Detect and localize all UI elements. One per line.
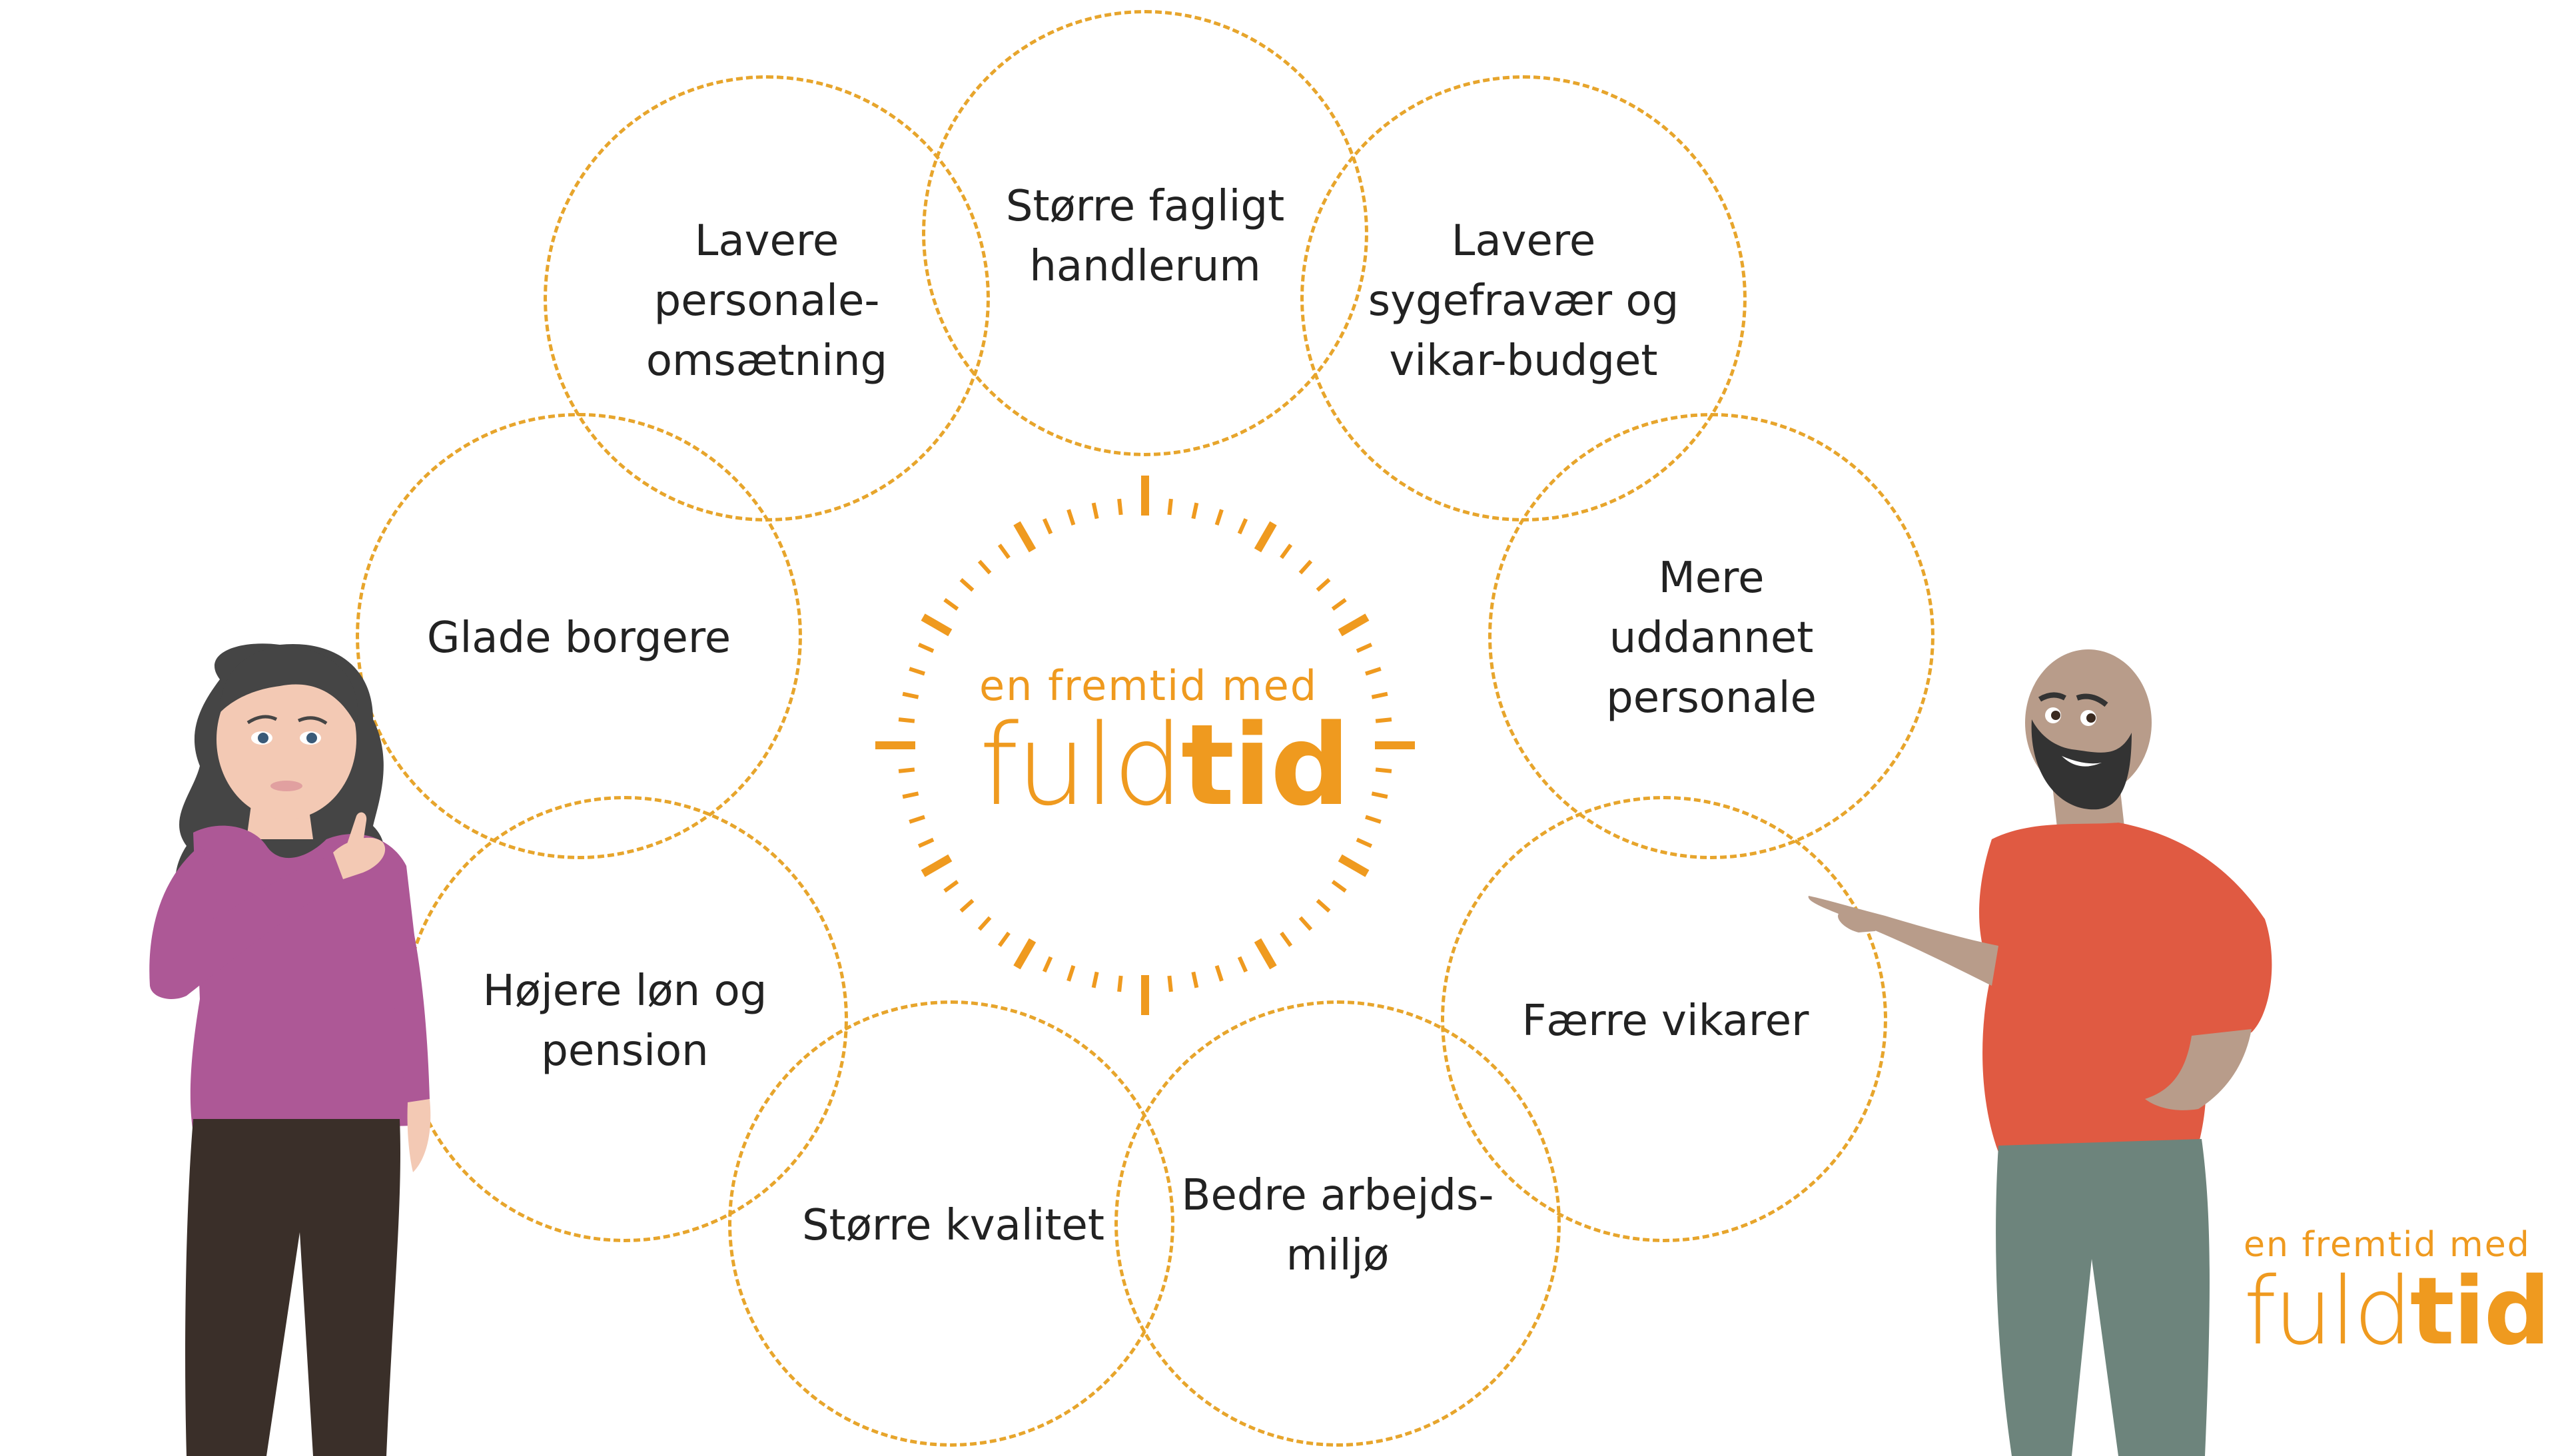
center-logo-wordmark: fuldtid [979,700,1350,831]
benefit-label-bottom-right: Bedre arbejds- miljø [1181,1171,1494,1280]
benefit-label-bottom-left: Større kvalitet [802,1201,1104,1250]
corner-logo-wordmark: fuldtid [2244,1258,2551,1366]
benefit-label-top-right: Lavere sygefravær og vikar-budget [1368,216,1679,386]
benefit-label-top: Større fagligt handlerum [1005,182,1285,291]
benefit-label-lower-right: Færre vikarer [1521,996,1809,1046]
benefit-label-lower-left: Højere løn og pension [482,966,767,1076]
benefit-label-top-left: Lavere personale- omsætning [645,216,888,386]
benefit-circle-bottom-right [1114,1000,1561,1447]
center-logo-tagline: en fremtid med [979,661,1318,710]
corner-logo-tagline: en fremtid med [2244,1225,2531,1265]
benefit-label-left: Glade borgere [426,613,731,663]
center-logo: en fremtid med fuldtid [979,659,1350,831]
benefit-label-right: Mere uddannet personale [1606,553,1817,723]
corner-logo: en fremtid med fuldtid [2244,1224,2551,1366]
benefit-circle-lower-right [1441,796,1887,1242]
